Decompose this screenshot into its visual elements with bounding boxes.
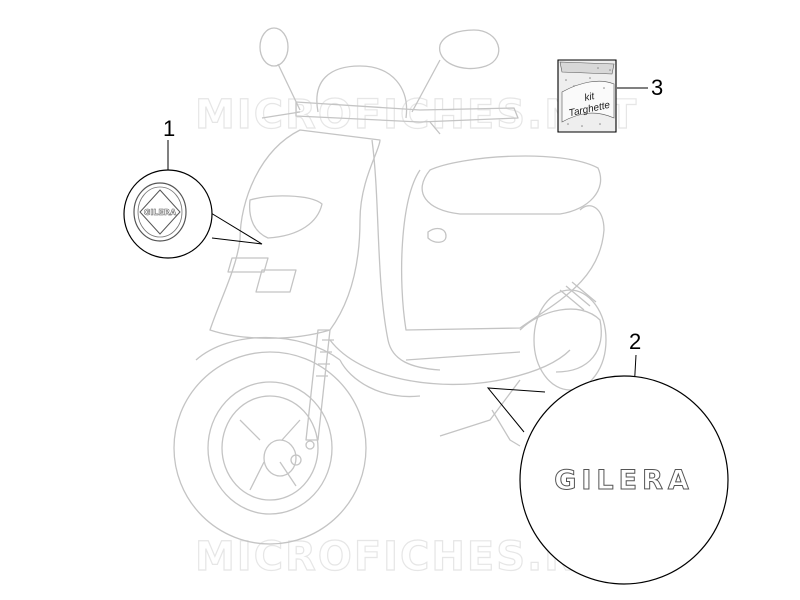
windscreen: [316, 65, 408, 119]
engine-block: [519, 308, 602, 373]
badge-emblem: [133, 182, 187, 242]
decal-detail-circle: [519, 375, 729, 585]
side-panel: [401, 169, 605, 331]
side-decal-logo: GILERA: [554, 465, 694, 496]
callout-3: 3: [651, 75, 664, 100]
floorboard: [329, 339, 571, 386]
detail-front-badge: GILERA: [123, 169, 213, 259]
kit-label-line1: kit: [583, 91, 596, 104]
headlight: [248, 195, 323, 239]
center-stand: [439, 379, 521, 437]
front-shield: [209, 129, 381, 339]
decal-pointer: [486, 387, 546, 433]
front-grille-left: [227, 257, 269, 273]
front-fork: [305, 329, 331, 441]
scooter-outline: [173, 27, 607, 545]
right-mirror: [439, 29, 500, 70]
brake-disc: [263, 439, 297, 477]
badge-diamond-icon: [139, 189, 181, 235]
front-fender: [195, 336, 341, 361]
front-wheel-tyre: [173, 351, 367, 545]
left-mirror: [259, 27, 289, 67]
kit-bag-icon: kit Targhette: [557, 59, 617, 133]
callout-2: 2: [629, 329, 642, 354]
detail-side-decal: GILERA: [519, 375, 729, 585]
seat: [421, 155, 602, 215]
front-grille-right: [255, 269, 297, 293]
front-wheel-rim: [207, 381, 333, 515]
badge-logo-text: GILERA: [144, 208, 177, 217]
rear-wheel: [533, 289, 607, 391]
handlebar: [295, 101, 519, 123]
callout-1: 1: [163, 116, 176, 141]
badge-pointer: [205, 209, 263, 245]
